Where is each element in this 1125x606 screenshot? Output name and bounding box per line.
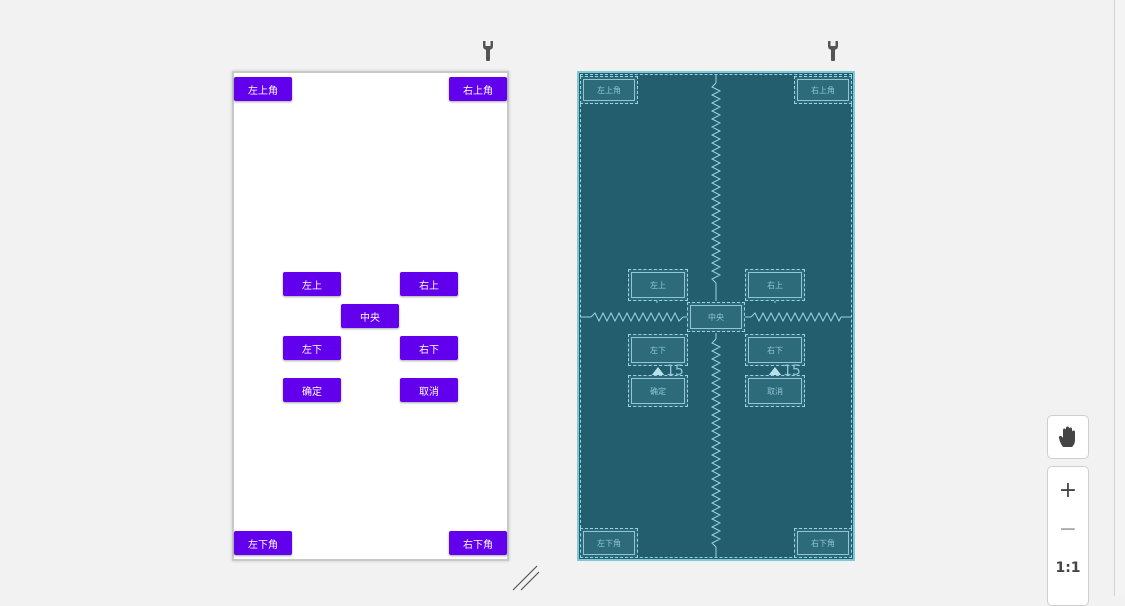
button-center[interactable]: 中央 xyxy=(341,304,399,328)
button-bottom-left[interactable]: 左下 xyxy=(283,336,341,360)
zoom-out-button[interactable]: − xyxy=(1058,516,1078,542)
blueprint-button-bottom-right[interactable]: 右下 xyxy=(745,334,805,366)
pan-tool-card xyxy=(1047,415,1089,459)
blueprint-button-confirm[interactable]: 确定 xyxy=(628,375,688,407)
constraint-springs xyxy=(581,75,851,557)
button-bottom-right[interactable]: 右下 xyxy=(400,336,458,360)
resize-handle-icon[interactable] xyxy=(511,562,541,592)
button-bottom-right-corner[interactable]: 右下角 xyxy=(449,531,507,555)
button-bottom-left-corner[interactable]: 左下角 xyxy=(234,531,292,555)
arrow-up-icon xyxy=(768,366,782,376)
blueprint-button-bottom-right-corner[interactable]: 右下角 xyxy=(794,528,852,558)
button-confirm[interactable]: 确定 xyxy=(283,378,341,402)
blueprint-button-top-left-corner[interactable]: 左上角 xyxy=(580,76,638,104)
button-cancel[interactable]: 取消 xyxy=(400,378,458,402)
blueprint-button-top-left[interactable]: 左上 xyxy=(628,269,688,301)
pan-button[interactable] xyxy=(1048,416,1088,458)
blueprint-button-top-right[interactable]: 右上 xyxy=(745,269,805,301)
zoom-in-button[interactable]: + xyxy=(1058,477,1078,503)
zoom-tool-card: + − 1:1 xyxy=(1047,466,1089,606)
hand-icon xyxy=(1058,426,1075,447)
wrench-icon-design[interactable] xyxy=(481,40,495,62)
design-preview[interactable]: 左上角 右上角 左上 右上 中央 左下 右下 确定 取消 左下角 右下角 xyxy=(232,71,509,561)
arrow-up-icon xyxy=(651,366,665,376)
actual-size-button[interactable]: 1:1 xyxy=(1055,560,1081,576)
blueprint-preview[interactable]: 左上角 右上角 左上 右上 中央 左下 右下 15 15 确定 取消 左下角 右… xyxy=(577,71,855,561)
vertical-scrollbar[interactable] xyxy=(1114,0,1125,596)
button-top-left-corner[interactable]: 左上角 xyxy=(234,77,292,101)
blueprint-button-bottom-left[interactable]: 左下 xyxy=(628,334,688,366)
wrench-icon-blueprint[interactable] xyxy=(826,40,840,62)
blueprint-button-cancel[interactable]: 取消 xyxy=(745,375,805,407)
blueprint-button-bottom-left-corner[interactable]: 左下角 xyxy=(580,528,638,558)
blueprint-button-center[interactable]: 中央 xyxy=(687,302,745,332)
button-top-right-corner[interactable]: 右上角 xyxy=(449,77,507,101)
button-top-left[interactable]: 左上 xyxy=(283,272,341,296)
blueprint-button-top-right-corner[interactable]: 右上角 xyxy=(794,76,852,104)
button-top-right[interactable]: 右上 xyxy=(400,272,458,296)
